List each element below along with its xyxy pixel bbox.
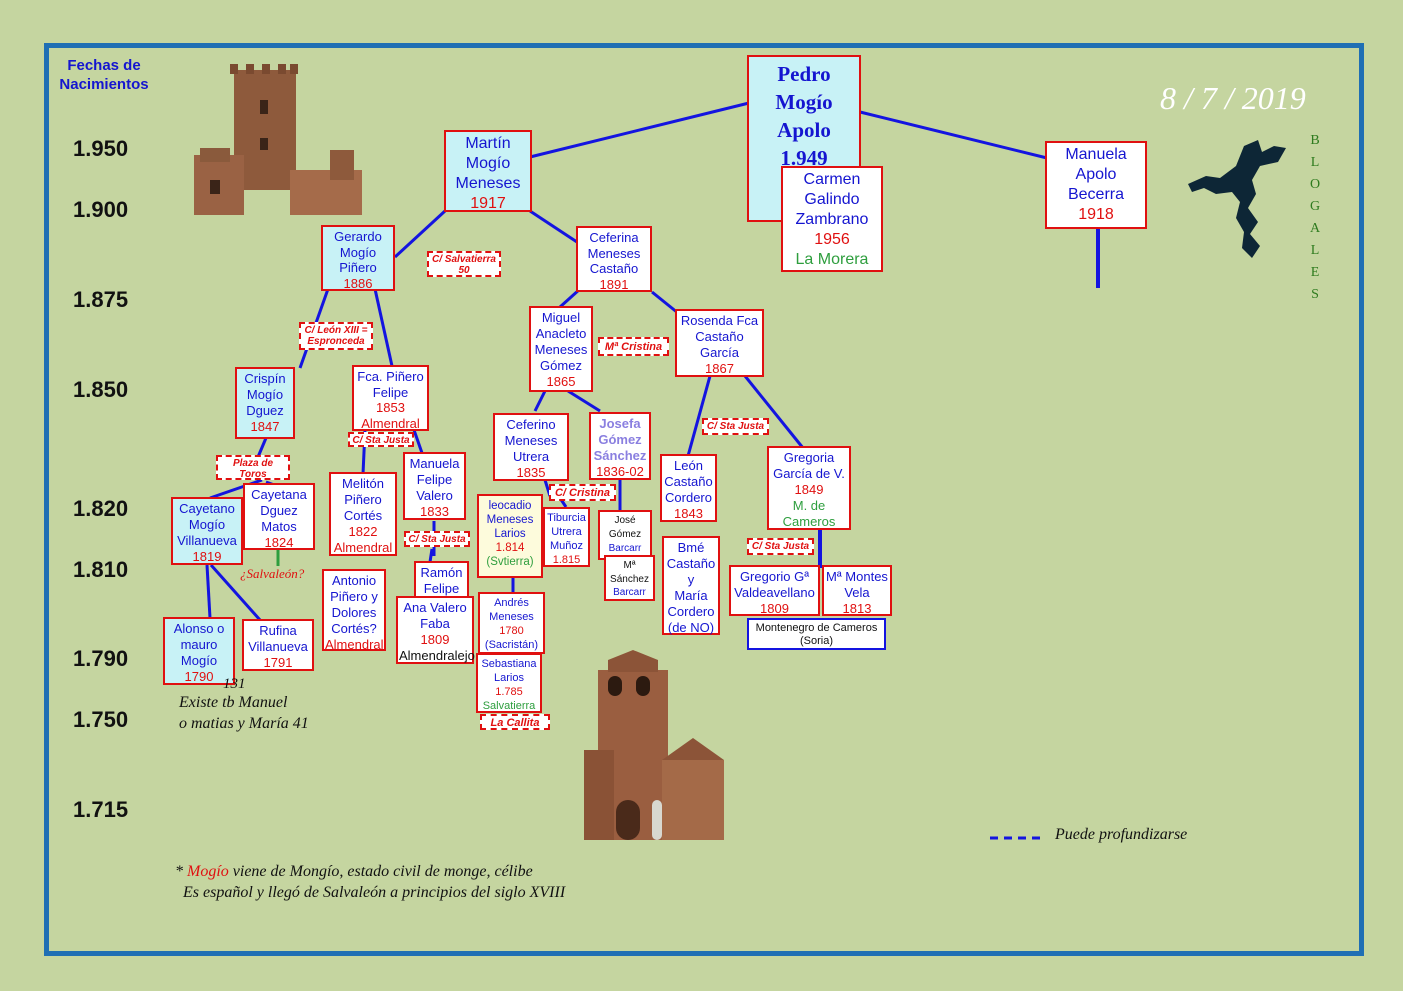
year-1820: 1.820 xyxy=(73,496,129,521)
legend-profundizarse: Puede profundizarse xyxy=(1055,826,1188,843)
year-1850: 1.850 xyxy=(73,377,129,402)
reservoir-map-icon xyxy=(1188,140,1286,258)
year-1715: 1.715 xyxy=(73,797,129,822)
street-sta-justa-3: C/ Sta Justa xyxy=(404,531,470,547)
diagram-frame xyxy=(44,43,1364,956)
street-cristina: C/ Cristina xyxy=(549,484,616,501)
year-1900: 1.900 xyxy=(73,197,129,222)
fechas-title: Fechas de Nacimientos xyxy=(59,57,149,93)
place-montenegro: Montenegro de Cameros(Soria) xyxy=(747,618,886,650)
year-1790: 1.790 xyxy=(73,646,129,671)
street-sta-justa-1: C/ Sta Justa xyxy=(348,432,414,447)
street-sta-justa-2: C/ Sta Justa xyxy=(702,418,769,435)
year-1750: 1.750 xyxy=(73,707,129,732)
year-1875: 1.875 xyxy=(73,287,129,312)
street-leon13: C/ León XIII =Esproncedа xyxy=(299,322,373,350)
note-salvaleon: ¿Salvaleón? xyxy=(240,566,305,581)
street-sta-justa-4: C/ Sta Justa xyxy=(747,538,814,555)
street-ma-cristina: Mª Cristina xyxy=(598,337,669,356)
date-label: 8 / 7 / 2019 xyxy=(1160,80,1306,116)
street-la-callita: La Callita xyxy=(480,714,550,730)
note-131: 131 xyxy=(223,676,246,692)
footnote: * Mogío viene de Mongío, estado civil de… xyxy=(175,863,566,901)
year-1810: 1.810 xyxy=(73,557,129,582)
year-1950: 1.950 xyxy=(73,136,129,161)
church-icon xyxy=(584,650,724,840)
castle-icon xyxy=(194,64,362,215)
